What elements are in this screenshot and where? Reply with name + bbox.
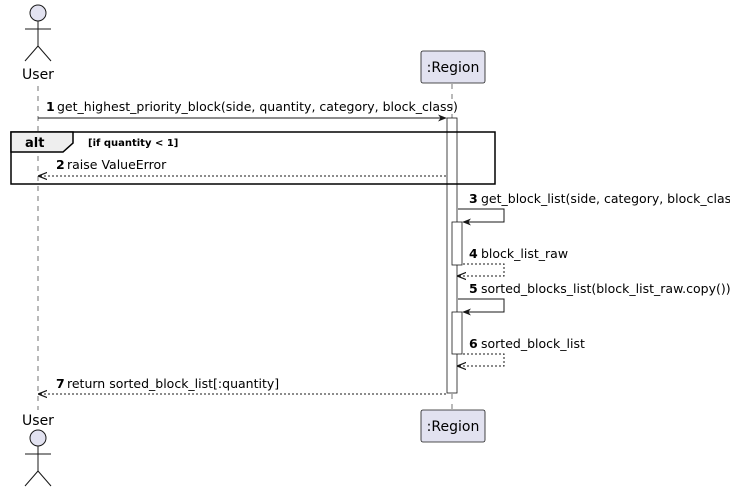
message-5-label: sorted_blocks_list(block_list_raw.copy()… xyxy=(481,281,730,296)
actor-head-icon xyxy=(29,429,47,447)
actor-head-icon xyxy=(29,4,47,22)
message-3-number: 3 xyxy=(469,191,478,206)
region-participant-bottom[interactable]: :Region xyxy=(420,409,486,443)
region-activation-get-block-list xyxy=(451,221,463,266)
message-5-arrow xyxy=(458,298,505,316)
message-6[interactable]: 6 sorted_block_list xyxy=(458,336,585,366)
region-label-top: :Region xyxy=(427,60,480,76)
region-label-bottom: :Region xyxy=(427,419,480,435)
message-6-number: 6 xyxy=(469,336,478,351)
user-label-top: User xyxy=(22,67,54,83)
message-7-number: 7 xyxy=(56,376,65,391)
message-5-number: 5 xyxy=(469,281,478,296)
user-actor-top[interactable]: User xyxy=(22,4,54,83)
message-3-arrow xyxy=(458,208,505,226)
message-5[interactable]: 5 sorted_blocks_list(block_list_raw.copy… xyxy=(458,281,730,316)
message-1-label: get_highest_priority_block(side, quantit… xyxy=(57,99,458,114)
message-2-label: raise ValueError xyxy=(67,157,167,172)
message-1[interactable]: 1 get_highest_priority_block(side, quant… xyxy=(38,99,458,122)
user-actor-bottom[interactable]: User xyxy=(22,413,54,487)
message-7-label: return sorted_block_list[:quantity] xyxy=(67,376,279,391)
alt-fragment: alt [if quantity < 1] xyxy=(10,131,496,185)
message-3[interactable]: 3 get_block_list(side, category, block_c… xyxy=(458,191,730,226)
alt-fragment-condition: [if quantity < 1] xyxy=(88,138,178,149)
message-2-number: 2 xyxy=(56,157,65,172)
message-3-label: get_block_list(side, category, block_cla… xyxy=(481,191,730,206)
region-activation-sorted-blocks xyxy=(451,311,463,355)
alt-fragment-label: alt xyxy=(25,136,44,151)
message-6-arrow xyxy=(458,353,505,366)
message-7[interactable]: 7 return sorted_block_list[:quantity] xyxy=(39,376,446,394)
message-4[interactable]: 4 block_list_raw xyxy=(458,246,568,276)
message-2[interactable]: 2 raise ValueError xyxy=(39,157,446,176)
message-4-label: block_list_raw xyxy=(481,246,568,261)
message-4-number: 4 xyxy=(469,246,478,261)
region-participant-top[interactable]: :Region xyxy=(420,50,486,84)
message-4-arrow xyxy=(458,263,505,276)
message-1-number: 1 xyxy=(46,99,55,114)
message-6-label: sorted_block_list xyxy=(481,336,585,351)
user-label-bottom: User xyxy=(22,413,54,429)
